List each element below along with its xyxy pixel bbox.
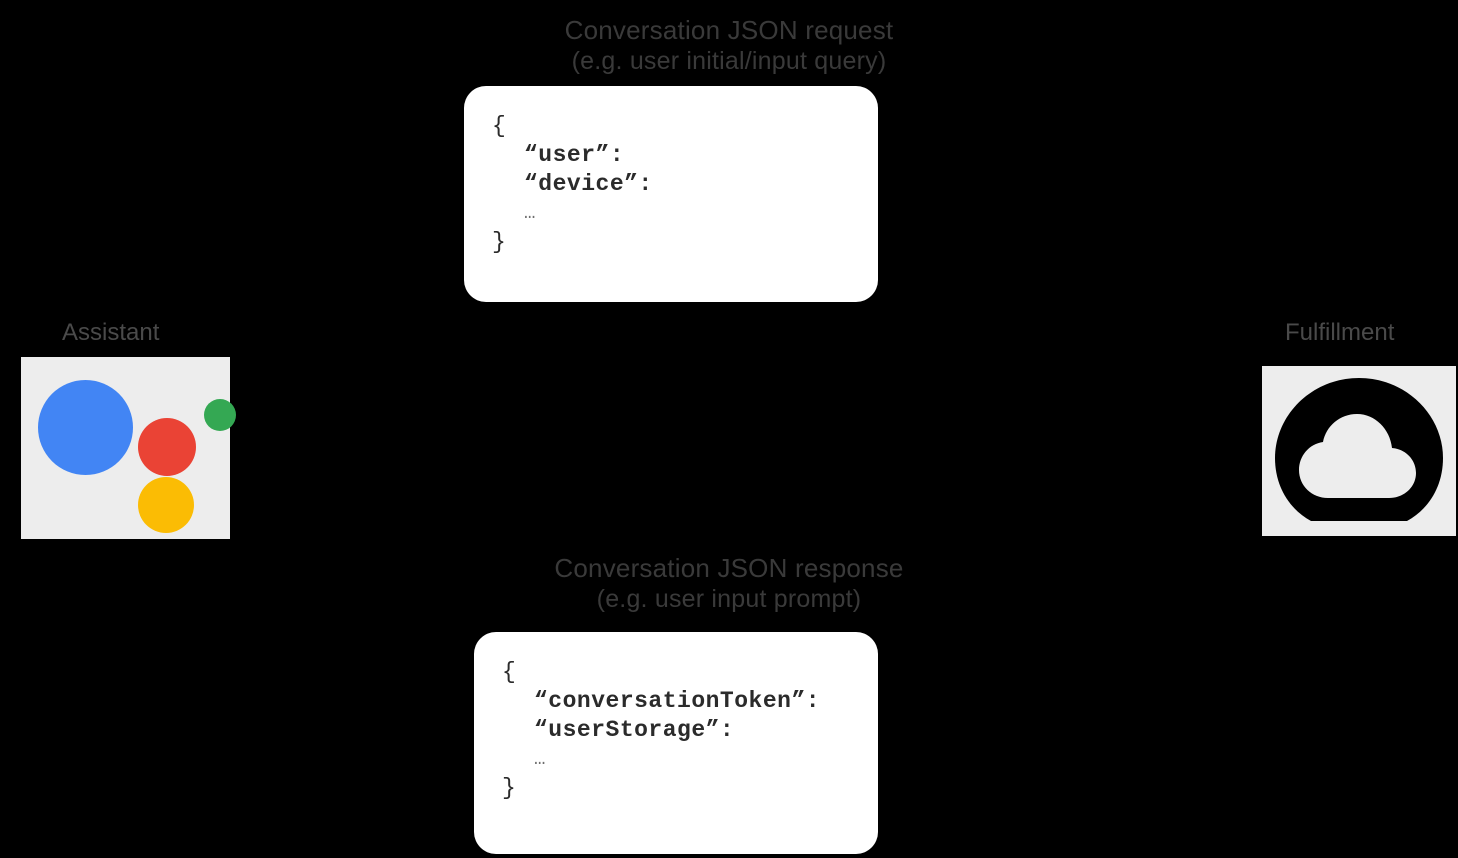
request-flow-title: Conversation JSON request (564, 15, 894, 45)
json-line: { (492, 113, 507, 139)
google-assistant-icon-red-dot (138, 418, 196, 476)
assistant-endpoint-label: Assistant (62, 319, 160, 346)
json-line: “conversationToken”: (534, 688, 821, 714)
response-flow-label: Conversation JSON response (e.g. user in… (0, 552, 1458, 615)
request-json-card: { “user”: “device”: … } (464, 86, 878, 302)
response-flow-subtitle: (e.g. user input prompt) (596, 585, 862, 613)
fulfillment-endpoint-label: Fulfillment (1285, 319, 1395, 346)
request-flow-label: Conversation JSON request (e.g. user ini… (0, 14, 1458, 77)
json-line: “device”: (524, 171, 653, 197)
request-flow-subtitle: (e.g. user initial/input query) (571, 47, 887, 75)
google-assistant-icon-blue-dot (38, 380, 133, 475)
json-line: “user”: (524, 142, 625, 168)
json-line: { (502, 659, 517, 685)
fulfillment-endpoint-tile[interactable] (1262, 366, 1456, 536)
response-flow-title: Conversation JSON response (554, 553, 904, 583)
google-assistant-icon-green-dot (204, 399, 236, 431)
response-json-card: { “conversationToken”: “userStorage”: … … (474, 632, 878, 854)
json-line: … (524, 202, 536, 224)
json-line: } (502, 775, 517, 801)
json-line: } (492, 229, 507, 255)
json-line: … (534, 748, 546, 770)
assistant-endpoint-tile[interactable] (21, 357, 236, 539)
google-assistant-icon-yellow-dot (138, 477, 194, 533)
cloud-icon (1275, 378, 1443, 521)
arrow-down-icon (1333, 268, 1377, 300)
json-line: “userStorage”: (534, 717, 735, 743)
